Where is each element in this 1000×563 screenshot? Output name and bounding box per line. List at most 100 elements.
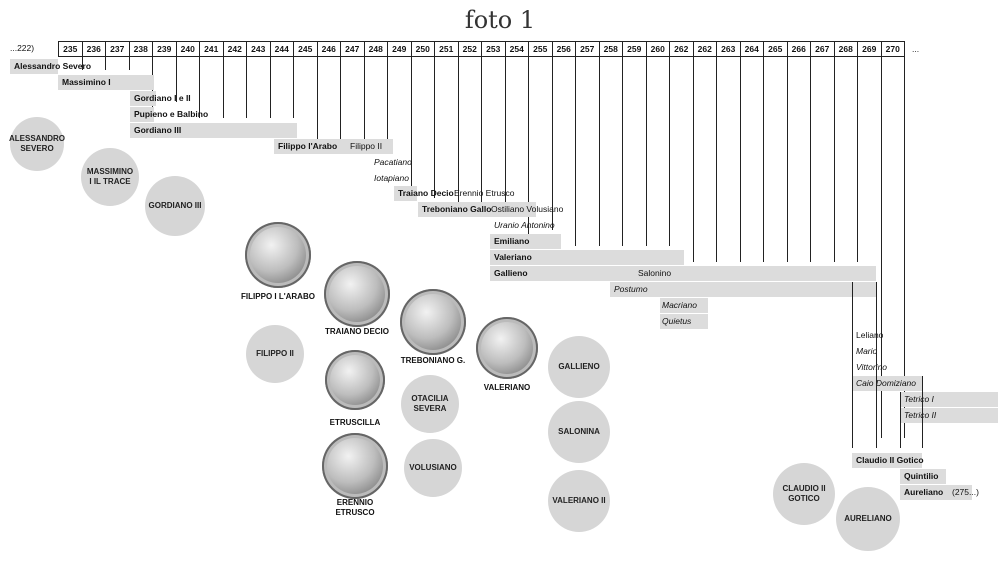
year-cell: 248 xyxy=(363,41,388,57)
year-cell: 239 xyxy=(152,41,177,57)
emperor-label: (275...) xyxy=(952,487,979,497)
emperor-label: Gordiano I e II xyxy=(134,93,191,103)
portrait-placeholder: SALONINA xyxy=(548,401,610,463)
year-divider xyxy=(904,57,905,438)
portrait-placeholder: VOLUSIANO xyxy=(404,439,462,497)
reign-bar xyxy=(852,453,922,468)
year-cell: 268 xyxy=(833,41,858,57)
year-divider xyxy=(833,57,835,262)
year-cell: ...222) xyxy=(10,41,59,57)
emperor-label: Quintilio xyxy=(904,471,939,481)
reign-bar xyxy=(130,91,156,106)
emperor-label: Uranio Antonino xyxy=(494,220,555,230)
coin-image xyxy=(325,350,385,410)
year-divider xyxy=(645,57,647,246)
emperor-label: Gallieno xyxy=(494,268,528,278)
year-cell: 254 xyxy=(504,41,529,57)
year-divider xyxy=(340,57,341,150)
year-divider xyxy=(622,57,623,246)
coin-caption: TREBONIANO G. xyxy=(400,356,466,365)
year-divider xyxy=(575,57,576,246)
emperor-label: Ostiliano Volusiano xyxy=(491,204,564,214)
reign-bar xyxy=(130,123,297,138)
year-divider xyxy=(739,57,741,262)
year-cell: 265 xyxy=(763,41,788,57)
year-cell: 245 xyxy=(293,41,318,57)
emperor-label: Leliano xyxy=(856,330,884,340)
year-divider xyxy=(598,57,600,246)
year-cell: 255 xyxy=(528,41,553,57)
year-cell: 235 xyxy=(58,41,83,57)
year-cell: 269 xyxy=(857,41,882,57)
portrait-placeholder: ALESSANDRO SEVERO xyxy=(9,117,65,171)
year-cell: 263 xyxy=(716,41,741,57)
reign-bar xyxy=(418,202,536,217)
portrait-placeholder: VALERIANO II xyxy=(548,470,610,532)
year-divider xyxy=(786,57,788,262)
page-title: foto 1 xyxy=(464,6,536,34)
year-cell: 251 xyxy=(434,41,459,57)
year-cell: 264 xyxy=(739,41,764,57)
portrait-placeholder: GALLIENO xyxy=(548,336,610,398)
emperor-label: Traiano Decio xyxy=(398,188,454,198)
portrait-placeholder: AURELIANO xyxy=(836,487,900,551)
emperor-label: Claudio II Gotico xyxy=(856,455,924,465)
coin-image xyxy=(322,433,388,499)
reign-bar xyxy=(660,314,708,329)
emperor-label: Tetrico II xyxy=(904,410,937,420)
coin-image xyxy=(245,222,311,288)
emperor-label: Valeriano xyxy=(494,252,532,262)
emperor-label: Vittorino xyxy=(856,362,888,372)
reign-bar xyxy=(274,139,393,154)
year-divider xyxy=(269,57,271,118)
year-divider xyxy=(363,57,365,150)
year-ellipsis: ... xyxy=(912,44,920,54)
emperor-label: Pupieno e Balbino xyxy=(134,109,209,119)
year-divider xyxy=(199,57,200,118)
year-divider xyxy=(105,57,106,70)
year-divider xyxy=(128,57,130,70)
year-divider xyxy=(175,57,177,102)
emperor-label: Tetrico I xyxy=(904,394,934,404)
year-divider xyxy=(246,57,247,118)
emperor-label: Emiliano xyxy=(494,236,530,246)
year-divider xyxy=(293,57,294,118)
year-cell: 270 xyxy=(880,41,905,57)
year-cell: 267 xyxy=(810,41,835,57)
emperor-label: Alessandro Severo xyxy=(14,61,92,71)
coin-caption: ERENNIO ETRUSCO xyxy=(335,498,375,517)
portrait-placeholder: FILIPPO II xyxy=(246,325,304,383)
year-cell: 237 xyxy=(105,41,130,57)
year-divider xyxy=(880,57,882,438)
succession-line xyxy=(900,392,901,448)
emperor-label: Mario xyxy=(856,346,878,356)
reign-bar xyxy=(490,250,684,265)
year-cell: 252 xyxy=(457,41,482,57)
year-divider xyxy=(316,57,318,150)
reign-bar xyxy=(130,107,154,122)
emperor-label: Aureliano xyxy=(904,487,944,497)
year-divider xyxy=(387,57,388,150)
year-divider xyxy=(528,57,529,246)
reign-bar xyxy=(394,186,417,201)
year-divider xyxy=(551,57,553,230)
emperor-label: Gordiano III xyxy=(134,125,182,135)
coin-caption: TRAIANO DECIO xyxy=(325,327,389,336)
year-divider xyxy=(410,57,412,198)
emperor-label: Massimino I xyxy=(62,77,111,87)
year-divider xyxy=(810,57,811,262)
emperor-label: Postumo xyxy=(614,284,648,294)
emperor-label: Macriano xyxy=(662,300,697,310)
emperor-label: Filippo l'Arabo xyxy=(278,141,338,151)
reign-bar xyxy=(490,266,876,281)
year-cell: 262 xyxy=(669,41,694,57)
year-cell: 260 xyxy=(645,41,670,57)
year-cell: 250 xyxy=(410,41,435,57)
year-cell: 259 xyxy=(622,41,647,57)
reign-bar xyxy=(852,376,922,391)
coin-caption: FILIPPO I L'ARABO xyxy=(241,292,315,301)
emperor-label: Treboniano Gallo xyxy=(422,204,492,214)
year-divider xyxy=(669,57,670,246)
year-cell: 258 xyxy=(598,41,623,57)
